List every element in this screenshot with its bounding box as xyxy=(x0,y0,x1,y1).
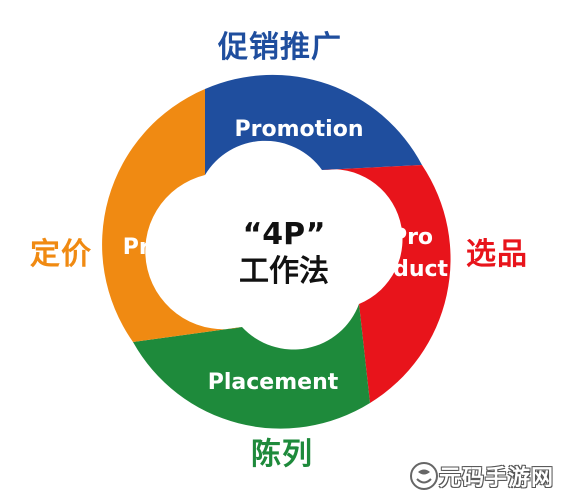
watermark-text: 元码手游网 xyxy=(438,465,554,491)
placement-segment xyxy=(133,304,370,429)
product-label-line1: Pro xyxy=(391,225,433,250)
product-outer-label: 选品 xyxy=(466,237,528,272)
placement-outer-label: 陈列 xyxy=(251,437,313,472)
product-label-line2: -duct xyxy=(384,257,449,282)
promotion-outer-label: 促销推广 xyxy=(218,30,342,65)
price-segment xyxy=(102,89,242,342)
center-title-line1: “4P” xyxy=(243,217,326,252)
watermark-logo-icon xyxy=(409,462,438,490)
promotion-label: Promotion xyxy=(235,117,364,142)
center-title-line2: 工作法 xyxy=(239,254,329,289)
promotion-segment xyxy=(205,74,422,175)
price-outer-label: 定价 xyxy=(30,237,92,272)
product-segment xyxy=(322,165,451,403)
price-label: Price xyxy=(123,235,185,260)
watermark: 元码手游网 xyxy=(409,460,554,492)
placement-label: Placement xyxy=(208,370,339,395)
